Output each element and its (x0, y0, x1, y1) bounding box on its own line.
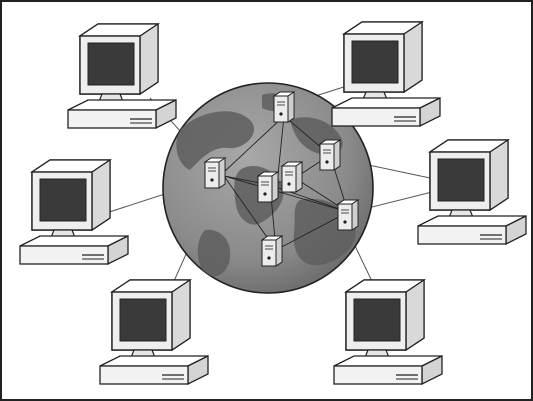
server-icon (337, 199, 359, 231)
server-icon (273, 91, 295, 123)
server-icon (281, 161, 303, 193)
server-icon (257, 171, 279, 203)
server-icon (319, 139, 341, 171)
server-icon (204, 157, 226, 189)
server-icon (261, 235, 283, 267)
